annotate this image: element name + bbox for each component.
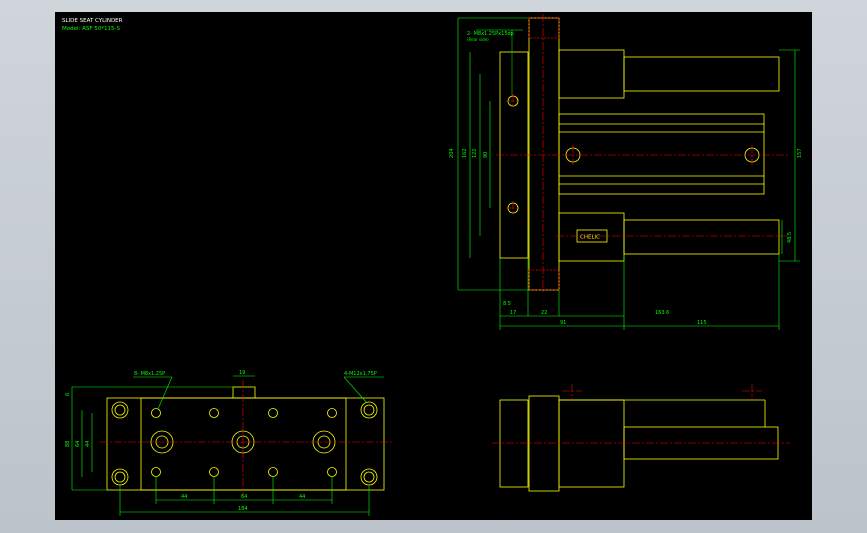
- dim-64b: 64: [241, 494, 247, 500]
- cylinder-body: [558, 113, 765, 195]
- front-top-tab: [232, 386, 256, 399]
- side-dimensions: [457, 17, 800, 330]
- callout-top-hole-note: (Rear side): [467, 37, 489, 42]
- lower-rod: [623, 219, 780, 255]
- dim-44: 44: [85, 441, 91, 447]
- dim-157: 157: [797, 148, 803, 158]
- dim-91: 91: [560, 320, 566, 326]
- dim-163-6: 163.6: [655, 310, 669, 316]
- dim-88: 88: [65, 441, 71, 447]
- top-view: [499, 395, 779, 492]
- side-dimension-text: 204 162 122 90 157 48.5 8.5 17 22 91 163…: [449, 31, 803, 326]
- dim-64: 64: [75, 441, 81, 447]
- dim-6: 6: [65, 393, 71, 396]
- dim-162: 162: [462, 148, 468, 158]
- dim-22: 22: [541, 310, 547, 316]
- top-plate: [499, 399, 529, 488]
- side-centerlines: [496, 14, 790, 294]
- front-dimensions: [71, 375, 384, 516]
- dim-204: 204: [449, 148, 455, 158]
- drawing-area: [55, 12, 812, 520]
- top-centerlines: [492, 384, 790, 444]
- dim-44b: 44: [299, 494, 305, 500]
- dim-19: 19: [239, 370, 245, 376]
- side-bar-bottom-hidden: [528, 269, 560, 291]
- upper-rod: [623, 56, 780, 92]
- callout-front-tap: 8- M8x1.25P: [134, 371, 165, 377]
- dim-17: 17: [510, 310, 516, 316]
- drawing-title: SLIDE SEAT CYLINDER: [62, 18, 123, 24]
- callout-top-hole: 2- M8x1.25Px15dp: [467, 31, 514, 37]
- callout-front-counterbore: 4-M12x1.75P: [344, 371, 377, 377]
- dim-184: 184: [238, 506, 248, 512]
- dim-122: 122: [472, 148, 478, 158]
- side-bar-top-hidden: [528, 17, 560, 39]
- dim-8-5: 8.5: [503, 301, 511, 307]
- dim-115: 115: [697, 320, 707, 326]
- front-dimension-text: 19 6 88 64 44 44 64 44 184 8- M8x1.25P 4…: [65, 370, 377, 512]
- dim-48-5: 48.5: [787, 232, 793, 243]
- dim-44a: 44: [181, 494, 187, 500]
- brand-label: CHELIC: [580, 235, 600, 241]
- drawing-model: Model: ASF 50*115-S: [62, 26, 121, 32]
- front-centerlines: [100, 380, 392, 496]
- dim-90: 90: [483, 152, 489, 158]
